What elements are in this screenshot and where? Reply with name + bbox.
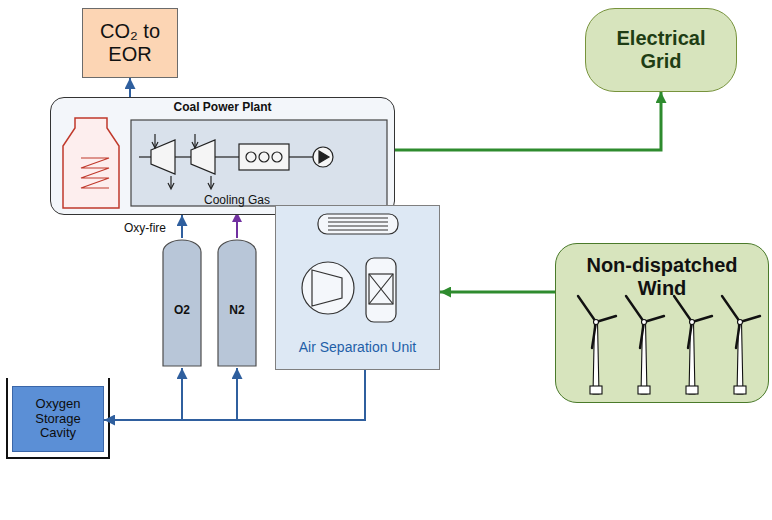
asu-equipment bbox=[302, 214, 398, 322]
gas-tank: N2 bbox=[217, 238, 257, 368]
node-illustration bbox=[217, 238, 257, 368]
flow-connector bbox=[237, 368, 365, 420]
flow-connector bbox=[395, 92, 661, 150]
flow-connector bbox=[182, 368, 365, 420]
output-box: CO₂ to EOR bbox=[82, 8, 178, 78]
cavity-bracket bbox=[7, 378, 109, 458]
flow-connector bbox=[104, 370, 365, 420]
node-label: N2 bbox=[229, 304, 244, 318]
boiler-coil bbox=[81, 158, 109, 188]
wind-turbines bbox=[578, 296, 760, 394]
grid-terminal: Electrical Grid bbox=[585, 8, 737, 92]
flow-connector bbox=[129, 78, 131, 97]
tank-outline bbox=[218, 240, 256, 366]
boiler-symbol bbox=[63, 118, 119, 208]
flow-connector bbox=[440, 291, 555, 294]
storage-box: Oxygen Storage Cavity bbox=[12, 386, 104, 452]
source-box: Non-dispatched Wind bbox=[555, 243, 769, 403]
turbine-panel bbox=[131, 120, 387, 206]
node-label: Electrical Grid bbox=[596, 27, 726, 73]
node-label: Oxygen Storage Cavity bbox=[17, 397, 99, 442]
gas-tank: O2 bbox=[162, 238, 202, 368]
node-label: O2 bbox=[174, 304, 190, 318]
flow-connector bbox=[181, 215, 183, 238]
node-label: CO₂ to EOR bbox=[89, 20, 171, 66]
flow-label: Cooling Gas bbox=[204, 193, 270, 207]
process-box: Air Separation Unit bbox=[275, 205, 440, 370]
cooling-gas-arrow bbox=[236, 212, 238, 238]
steam-cycle-symbol bbox=[139, 134, 333, 189]
node-illustration bbox=[162, 238, 202, 368]
node-label: Air Separation Unit bbox=[299, 339, 417, 355]
node-label: Non-dispatched Wind bbox=[571, 254, 753, 300]
flow-label: Oxy-fire bbox=[124, 221, 166, 235]
box-heading: Coal Power Plant bbox=[173, 101, 271, 115]
tank-outline bbox=[163, 240, 201, 366]
